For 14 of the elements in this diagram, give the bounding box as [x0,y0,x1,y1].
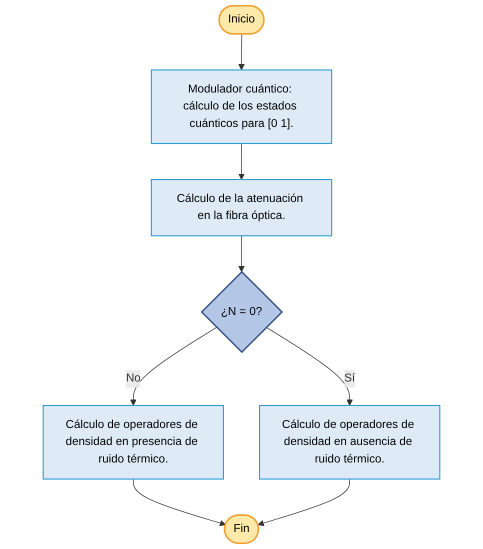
node-box: Modulador cuántico: cálculo de los estados cuánticos para [0 1]. [150,69,332,144]
node-box: Cálculo de operadores de densidad en ausencia de ruido térmico. [258,404,440,480]
arrow [266,326,353,406]
node-diamond: ¿N = 0? [200,270,284,354]
arrow [238,235,245,272]
arrow [132,478,226,526]
arrow [130,326,218,406]
edge-label: Sí [344,372,356,385]
arrow [258,478,350,526]
node-box: Cálculo de operadores de densidad en presencia de ruido térmico. [42,404,224,480]
arrow [238,34,245,70]
edge-label: No [126,372,141,385]
arrow [238,143,245,180]
node-box: Cálculo de la atenuación en la fibra óptica. [150,179,332,236]
